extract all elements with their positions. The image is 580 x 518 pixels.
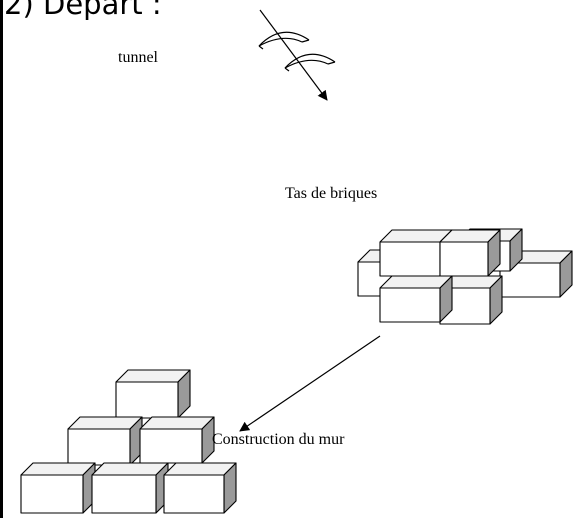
brick [91, 462, 169, 514]
tunnel-symbol-icon [258, 9, 336, 101]
wall-construction-label: Construction du mur [212, 431, 345, 448]
brick [163, 462, 237, 514]
brick-pile-label: Tas de briques [285, 185, 378, 202]
brick [139, 416, 215, 464]
brick-pile [357, 228, 573, 325]
brick-wall [20, 369, 237, 514]
transfer-arrow-icon [239, 335, 381, 432]
brick [115, 369, 191, 419]
section-title: 2) Départ : [4, 0, 162, 21]
brick [379, 275, 453, 323]
brick [67, 416, 143, 466]
left-border-line [0, 0, 3, 518]
brick [20, 462, 96, 514]
tunnel-label: tunnel [118, 49, 158, 66]
tunnel-arc-lower [284, 53, 336, 72]
tunnel-arrow [259, 9, 328, 101]
tunnel-arc-upper [258, 31, 310, 50]
brick [439, 229, 501, 277]
